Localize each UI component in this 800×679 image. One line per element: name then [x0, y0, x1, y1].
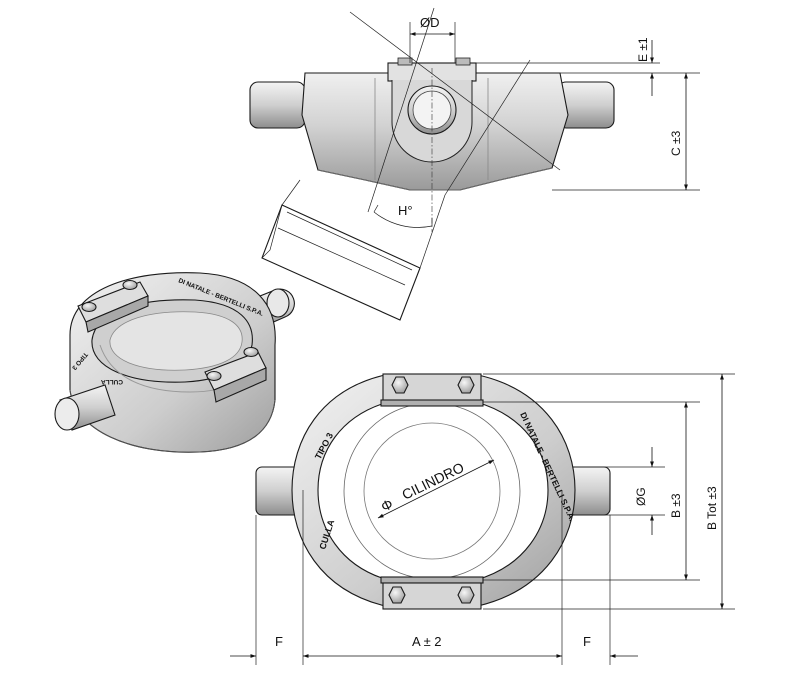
iso-left-pin [54, 384, 116, 431]
hex-bolt-icon [391, 376, 409, 394]
bolt-icon [81, 301, 97, 313]
plan-clamp-top [380, 373, 484, 407]
bolt-icon [122, 279, 138, 291]
hex-bolt-icon [457, 586, 475, 604]
isometric-view: DI NATALE - BERTELLI S.P.A. CULLA TIPO 3 [54, 272, 295, 453]
angle-h-label: H° [398, 203, 413, 218]
c-tol-label: C ±3 [669, 130, 683, 156]
side-left-pin [249, 81, 306, 129]
plan-view: Φ CILINDRO CULLA TIPO 3 DI NATALE - BERT… [230, 373, 735, 665]
dia-d-label: ØD [420, 15, 440, 30]
e-tol-label: E ±1 [636, 37, 650, 62]
hex-bolt-icon [457, 376, 475, 394]
side-view: H° ØD E ±1 C ±3 [249, 7, 700, 321]
plan-clamp-bottom [380, 576, 484, 610]
b-tot-tol-label: B Tot ±3 [705, 486, 719, 530]
iso-ring-text-left: CULLA [101, 378, 123, 385]
dia-g-label: ØG [634, 487, 648, 506]
tilted-cylinder [261, 179, 446, 321]
iso-clamp-bottom [204, 346, 267, 403]
f-right-label: F [583, 634, 591, 649]
b-tol-label: B ±3 [669, 493, 683, 518]
f-left-label: F [275, 634, 283, 649]
bolt-icon [206, 370, 222, 382]
hex-bolt-icon [388, 586, 406, 604]
a-tol-label: A ± 2 [412, 634, 442, 649]
bolt-icon [243, 346, 259, 358]
iso-clamp-top [77, 279, 149, 333]
